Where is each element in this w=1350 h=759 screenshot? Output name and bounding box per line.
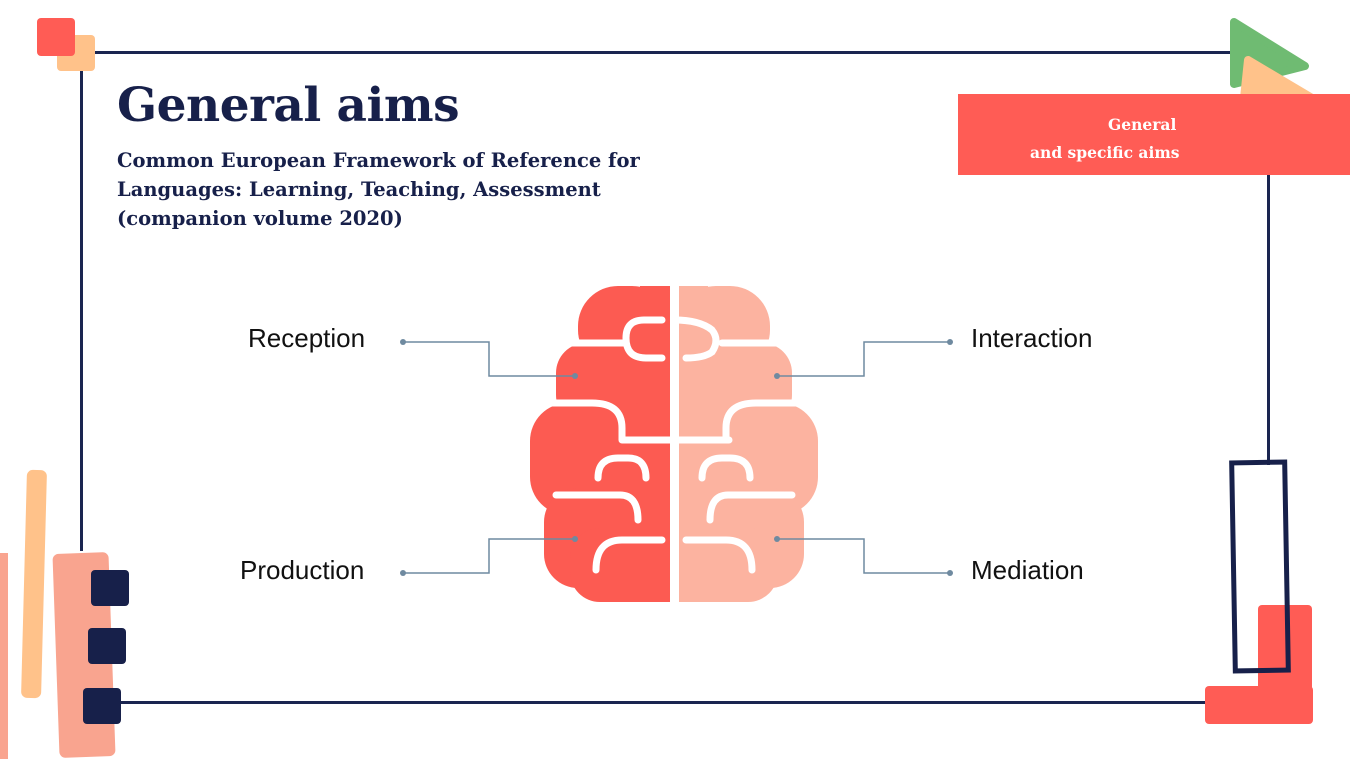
deco-square-navy-1 <box>91 570 129 606</box>
connector-production <box>403 538 575 574</box>
deco-block-coral-tall <box>1258 605 1312 723</box>
label-reception: Reception <box>248 323 366 353</box>
connector-interaction <box>777 341 950 377</box>
connector-reception <box>403 341 575 377</box>
deco-outline-rect-navy <box>1229 459 1291 674</box>
frame-bottom-line <box>110 701 1210 704</box>
banner-line-2: and specific aims <box>1030 143 1180 162</box>
connector-lines <box>403 341 950 574</box>
deco-square-coral <box>37 18 75 56</box>
label-mediation: Mediation <box>971 555 1084 585</box>
connector-mediation <box>777 538 950 574</box>
deco-strip-coral-light <box>0 553 8 759</box>
banner-line-1: General <box>1108 115 1177 134</box>
frame-top-line <box>80 51 1270 54</box>
subtitle-line-3: (companion volume 2020) <box>117 207 403 230</box>
deco-square-navy-2 <box>88 628 126 664</box>
page-title: General aims <box>117 78 460 133</box>
brain-grooves <box>536 316 812 574</box>
subtitle-line-1: Common European Framework of Reference f… <box>117 149 640 172</box>
label-production: Production <box>240 555 365 585</box>
frame-right-line <box>1267 175 1270 465</box>
banner-text: General and specific aims <box>958 111 1350 167</box>
frame-left-line <box>80 51 83 551</box>
subtitle-line-2: Languages: Learning, Teaching, Assessmen… <box>117 178 601 201</box>
connector-dots <box>400 339 953 576</box>
page-subtitle: Common European Framework of Reference f… <box>117 146 677 233</box>
section-banner: General and specific aims <box>958 94 1350 175</box>
deco-square-navy-3 <box>83 688 121 724</box>
label-interaction: Interaction <box>971 323 1093 353</box>
